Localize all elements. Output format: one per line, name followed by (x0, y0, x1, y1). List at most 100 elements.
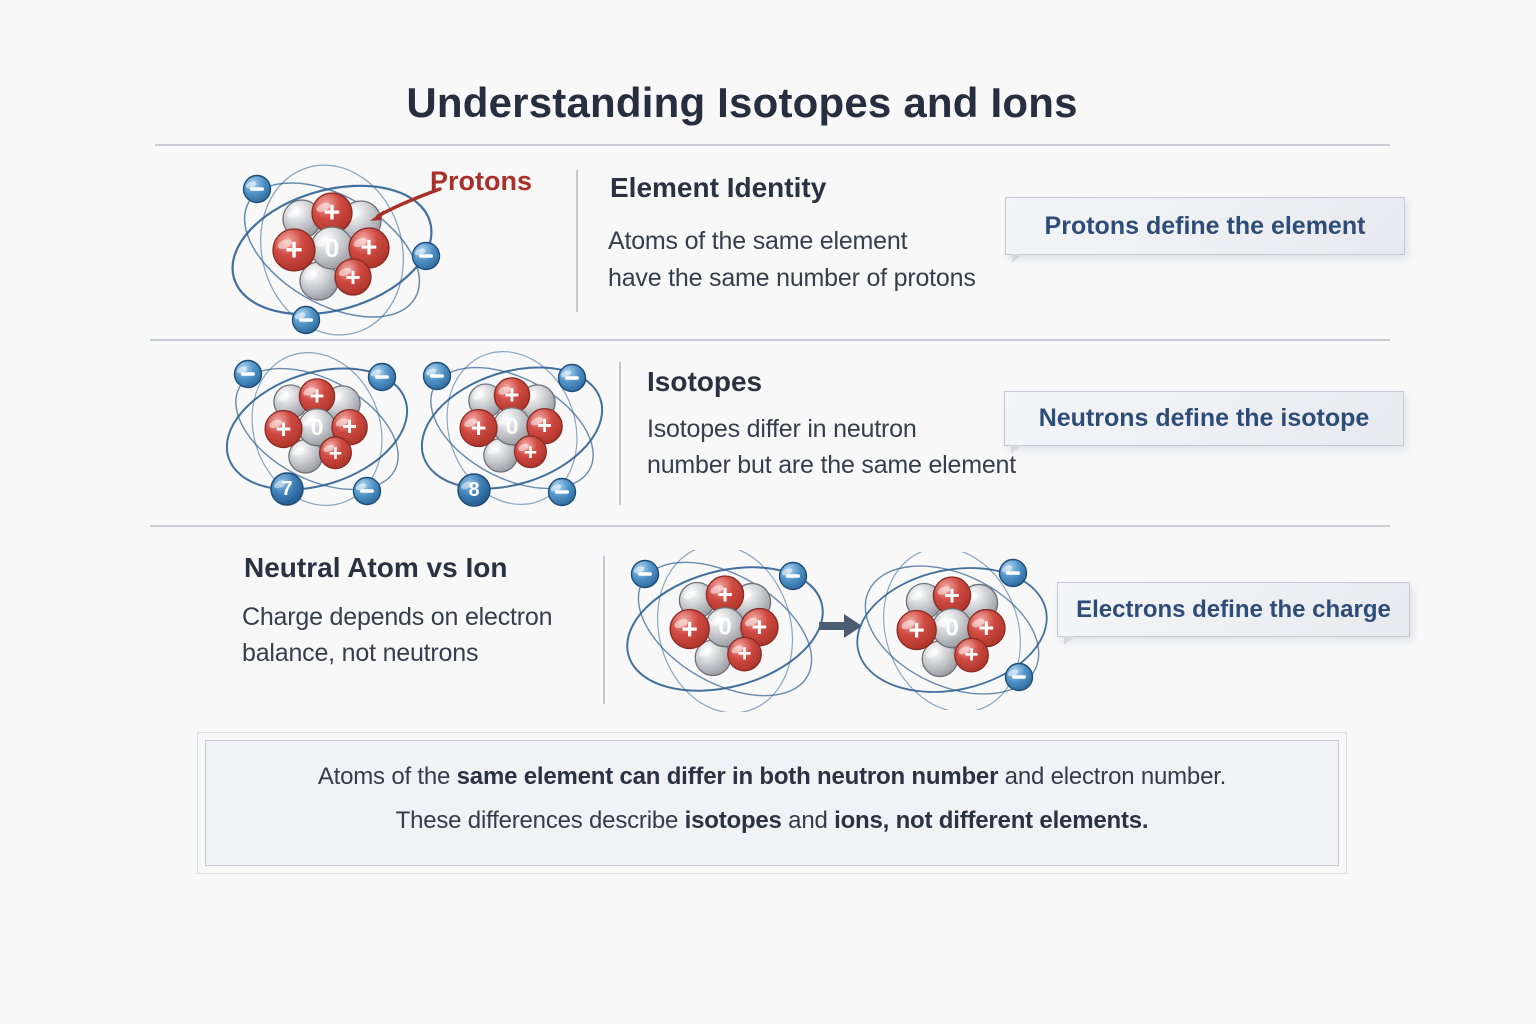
row-divider (155, 144, 1390, 146)
electron-orbit (864, 565, 1040, 695)
nucleus: +0+++ (896, 576, 1006, 678)
electron-icon (242, 174, 272, 204)
page-title: Understanding Isotopes and Ions (406, 79, 1078, 126)
protons-annotation-label: Protons (430, 166, 533, 196)
nucleus: +0+++ (272, 192, 390, 301)
electron-icon (367, 362, 397, 392)
electron-icon (557, 363, 587, 393)
svg-text:+: + (342, 413, 357, 441)
svg-text:+: + (324, 197, 341, 229)
svg-text:+: + (964, 642, 978, 669)
electron-orbit (420, 366, 604, 490)
proton-icon (264, 409, 303, 449)
callout-electrons: Electrons define the charge (1057, 582, 1410, 645)
transform-arrow-icon (819, 614, 862, 638)
proton-icon (272, 228, 316, 272)
vertical-divider (619, 362, 621, 505)
row1-body-line2: have the same number of protons (608, 264, 976, 292)
proton-icon (954, 637, 989, 673)
electron-icon (411, 241, 441, 271)
electron-icon (422, 361, 452, 391)
electron-orbit (626, 566, 824, 692)
svg-text:7: 7 (281, 478, 292, 500)
svg-text:+: + (329, 440, 342, 466)
protons-pointer-arrow (370, 187, 442, 221)
svg-text:+: + (345, 262, 360, 292)
svg-text:0: 0 (311, 414, 324, 440)
electron-icon (778, 561, 808, 591)
atom-svg: +0+++ 8 (420, 351, 604, 507)
svg-text:0: 0 (718, 614, 732, 641)
atom-svg: +0+++ (231, 164, 441, 336)
electron-orbit (260, 164, 404, 336)
summary-box: Atoms of the same element can differ in … (197, 732, 1347, 874)
svg-text:+: + (537, 412, 552, 440)
svg-text:+: + (471, 413, 487, 443)
svg-text:+: + (276, 414, 292, 444)
electron-icon (291, 305, 321, 335)
electron-icon (630, 559, 660, 589)
row2-body-line1: Isotopes differ in neutron (647, 415, 917, 443)
electron-icon (1004, 662, 1034, 692)
vertical-divider (576, 170, 578, 312)
atom-diagram-neutral: +0+++ (614, 544, 836, 714)
summary-line-1: Atoms of the same element can differ in … (317, 763, 1227, 790)
electron-icon (233, 359, 263, 389)
isotope-mass-badge: 7 (270, 472, 304, 506)
nucleus: +0+++ (669, 575, 779, 677)
vertical-divider (603, 556, 605, 704)
proton-icon (669, 608, 710, 650)
row-divider (150, 525, 1390, 527)
electron-orbit (231, 184, 433, 316)
electron-orbit (446, 351, 578, 505)
svg-text:+: + (737, 641, 751, 668)
electron-icon (352, 476, 382, 506)
svg-text:0: 0 (945, 615, 959, 642)
nucleus: +0+++ (459, 377, 563, 473)
proton-icon (459, 408, 498, 448)
electron-icon (998, 558, 1028, 588)
isotope-mass-badge: 8 (457, 473, 491, 507)
row1-body-line1: Atoms of the same element (608, 227, 908, 255)
row2-heading: Isotopes (647, 366, 763, 397)
svg-text:+: + (681, 613, 698, 645)
nucleus: +0+++ (264, 378, 368, 474)
svg-text:+: + (752, 612, 768, 642)
row3-body-line1: Charge depends on electron (242, 603, 553, 631)
electron-orbit (235, 367, 399, 491)
atom-diagram-isotope-7: +0+++ 7 (220, 350, 425, 512)
electron-orbit (225, 367, 409, 491)
proton-icon (727, 636, 762, 672)
svg-text:+: + (505, 381, 520, 409)
atom-diagram-isotope-8: +0+++ 8 (418, 350, 623, 512)
row-divider (150, 339, 1390, 341)
row3-heading: Neutral Atom vs Ion (244, 552, 508, 583)
atom-svg: +0+++ (856, 547, 1048, 713)
row1-heading: Element Identity (610, 172, 827, 203)
svg-text:+: + (944, 581, 960, 611)
proton-icon (896, 609, 937, 651)
proton-icon (334, 258, 372, 296)
svg-text:+: + (524, 439, 537, 465)
atom-diagram-ion: +0+++ (852, 547, 1072, 713)
row2-body-line2: number but are the same element (647, 451, 1017, 479)
electron-orbit (251, 352, 383, 506)
svg-text:+: + (979, 613, 995, 643)
electron-icon (547, 477, 577, 507)
atom-svg: +0+++ 7 (225, 352, 409, 506)
summary-line-2: These differences describe isotopes and … (395, 807, 1149, 834)
svg-text:0: 0 (325, 233, 340, 263)
electron-orbit (856, 567, 1048, 693)
svg-text:+: + (361, 232, 378, 264)
svg-text:+: + (717, 580, 733, 610)
svg-text:8: 8 (468, 479, 479, 501)
callout-neutrons: Neutrons define the isotope (1004, 391, 1404, 454)
svg-text:+: + (285, 233, 303, 267)
svg-text:0: 0 (506, 413, 519, 439)
atom-diagram-element: +0+++ (222, 158, 442, 336)
electron-orbit (883, 547, 1021, 713)
svg-text:+: + (310, 382, 325, 410)
atom-svg: +0+++ (626, 544, 824, 714)
row3-body-line2: balance, not neutrons (242, 639, 479, 667)
